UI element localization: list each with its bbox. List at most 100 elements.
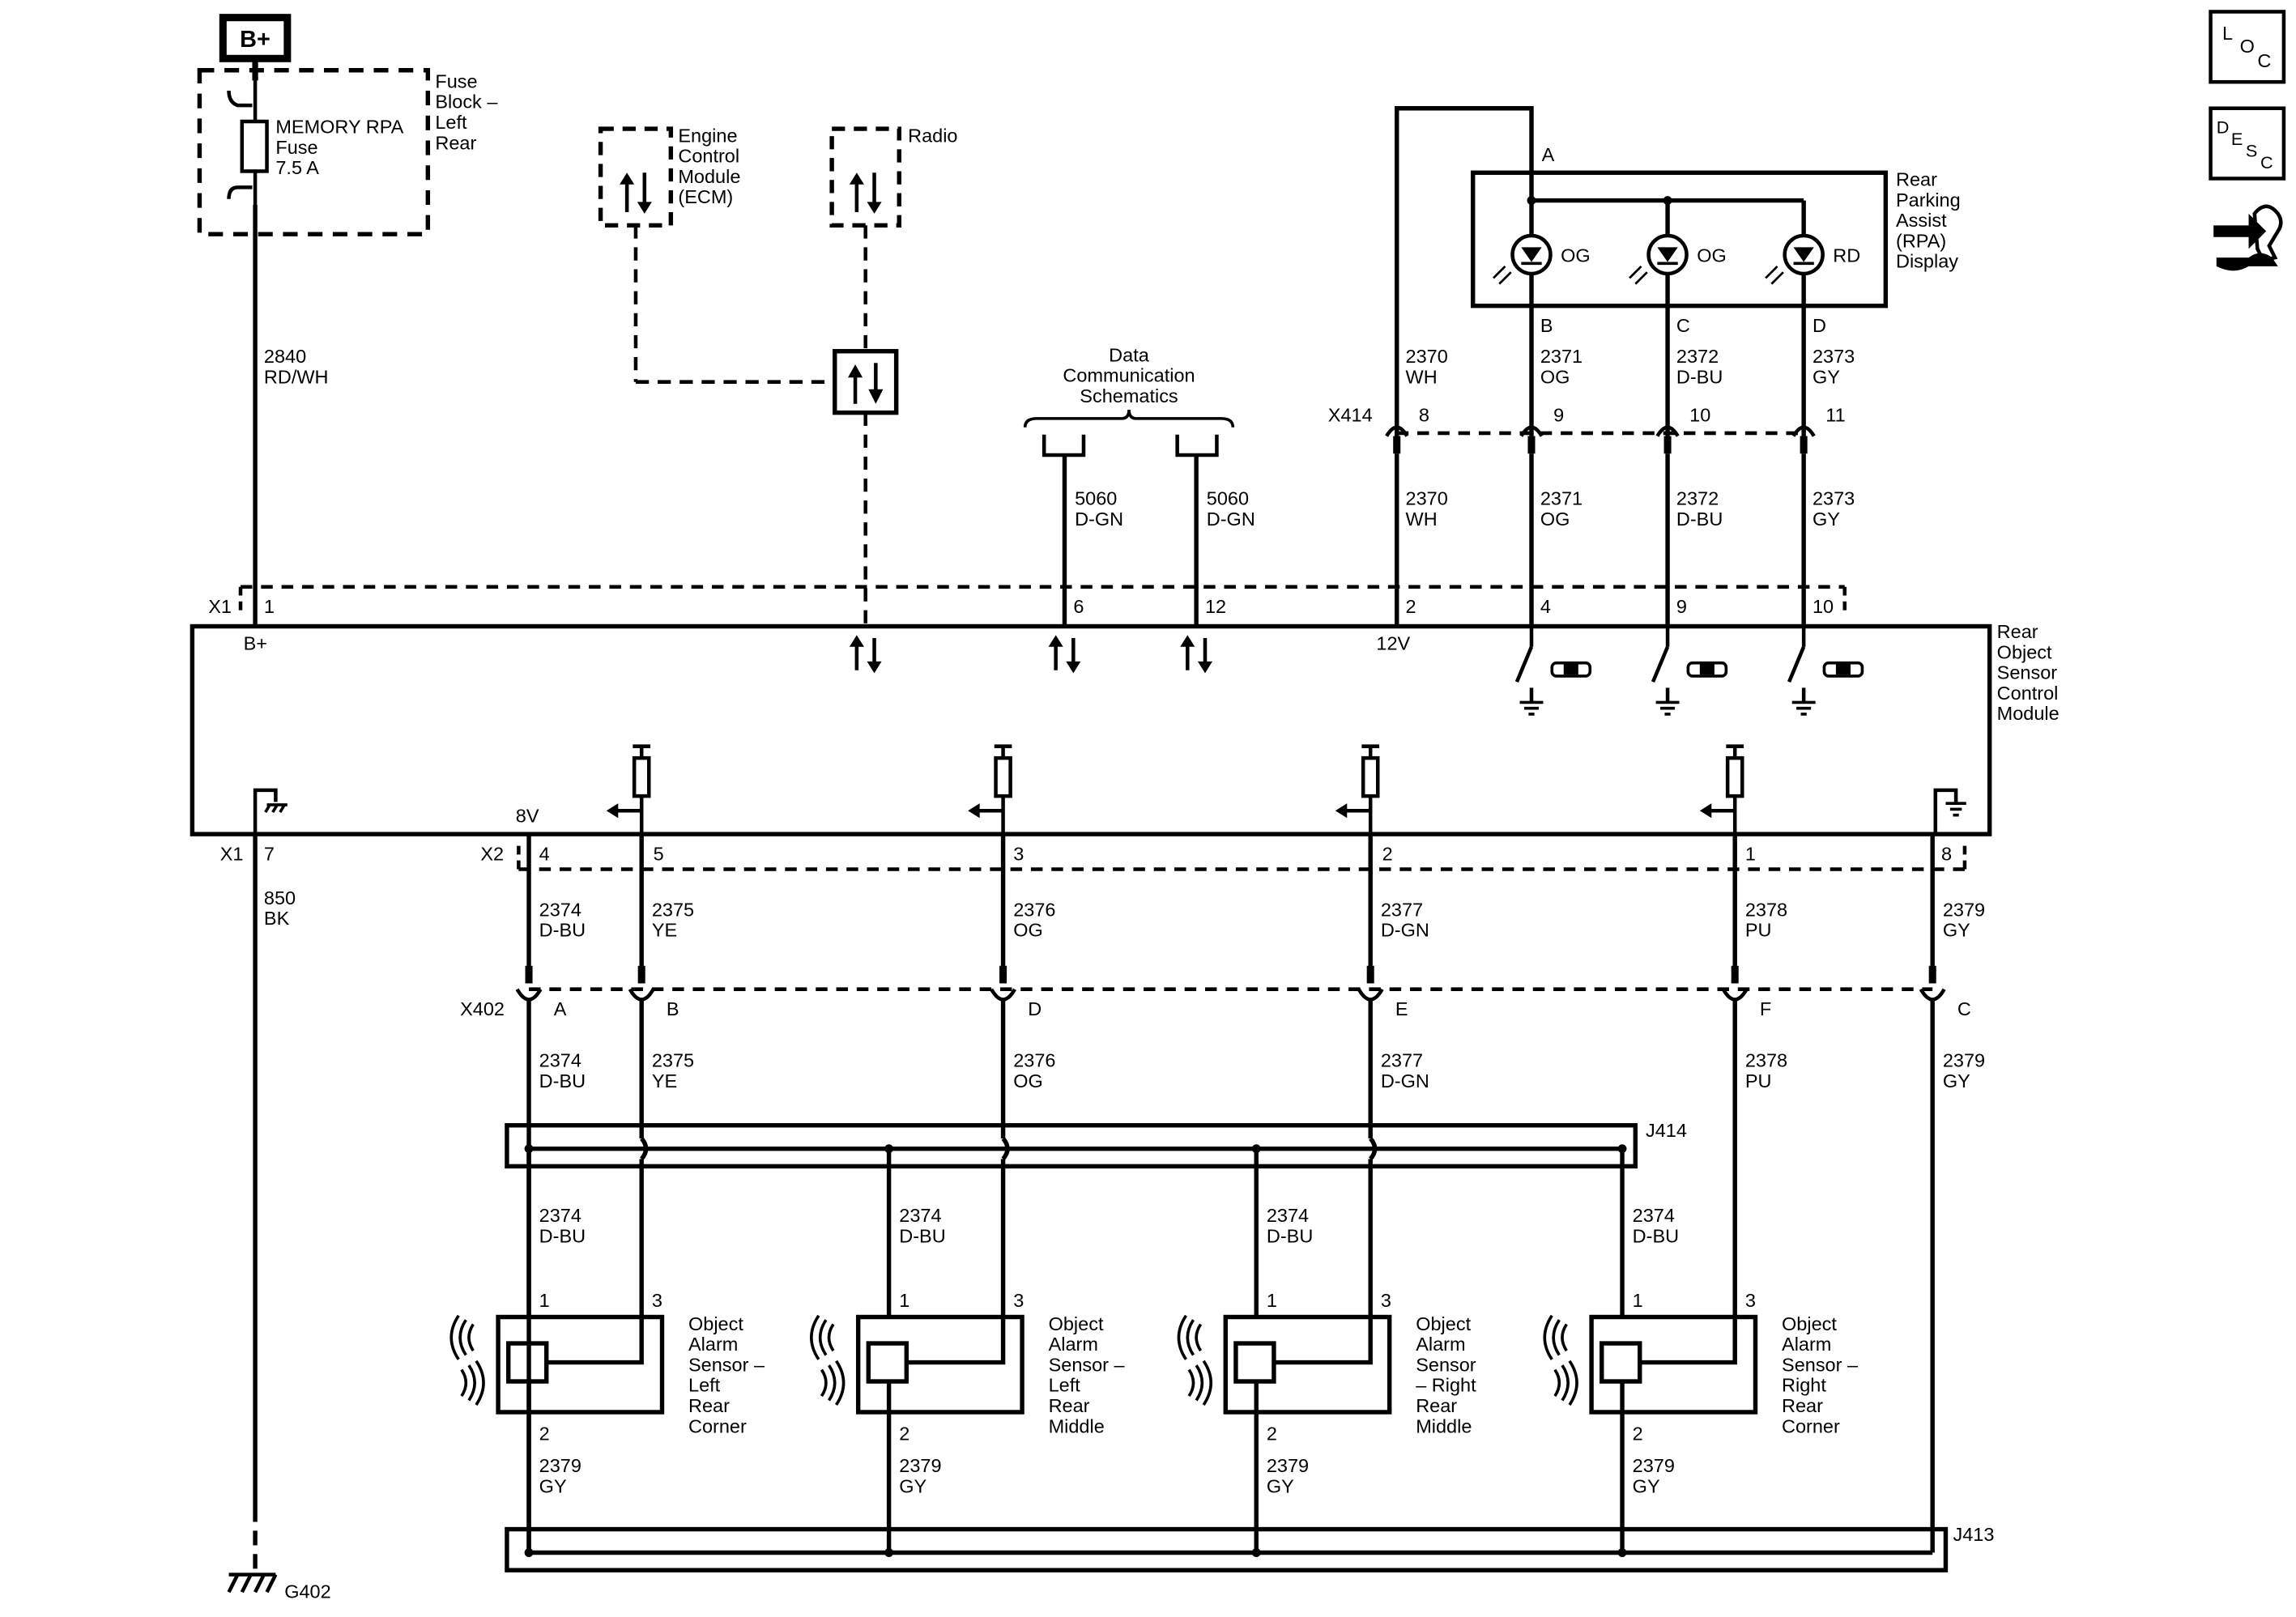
wave-arc bbox=[1552, 1319, 1561, 1356]
sensor-in-wire-3-circuit: 2374 bbox=[1633, 1205, 1675, 1226]
x2-wire-3-color: D-GN bbox=[1381, 920, 1429, 941]
x2-wire-2-circuit: 2376 bbox=[1013, 899, 1055, 920]
desc-icon[interactable]: D E S C bbox=[2209, 106, 2286, 181]
sensor-body bbox=[1223, 1314, 1392, 1415]
x414-male-terminal bbox=[1527, 436, 1536, 454]
sensor-label-line: Rear bbox=[1416, 1395, 1457, 1416]
x2-pin: 4 bbox=[539, 844, 550, 865]
x402-pin: C bbox=[1957, 998, 1971, 1019]
sensor-wave-icon bbox=[449, 1314, 485, 1406]
x402-wire-4-circuit: 2378 bbox=[1745, 1049, 1787, 1070]
sensor-label-line: Rear bbox=[1049, 1395, 1090, 1416]
connector-tool-icon[interactable] bbox=[2213, 204, 2283, 271]
sensor-element bbox=[1600, 1341, 1642, 1384]
rpa-pin: B bbox=[1540, 315, 1553, 336]
loc-icon[interactable]: L O C bbox=[2209, 10, 2286, 84]
wave-arc bbox=[458, 1319, 467, 1356]
sensor-label-line: Sensor – bbox=[1782, 1354, 1859, 1375]
svg-text:D: D bbox=[2217, 117, 2230, 137]
lower-wire-0-color: WH bbox=[1406, 509, 1438, 530]
lower-wire-2-circuit: 2372 bbox=[1676, 487, 1719, 509]
wave-arc bbox=[460, 1368, 468, 1398]
sensor-pin-2: 2 bbox=[1633, 1423, 1643, 1444]
wave-arc bbox=[467, 1364, 476, 1402]
resistor-body bbox=[1725, 755, 1744, 798]
sensor-label-line: Right bbox=[1782, 1375, 1826, 1396]
sensor-out-wire-0-color: GY bbox=[539, 1475, 567, 1496]
sensor-label-line: Sensor – bbox=[1049, 1354, 1126, 1375]
data-comm-ref: Data Communication Schematics bbox=[1023, 344, 1235, 457]
switch-blade bbox=[1787, 645, 1806, 683]
wire-850-color: BK bbox=[264, 908, 290, 929]
sensor-label-line: Corner bbox=[1782, 1415, 1840, 1436]
x2-wire-3-circuit: 2377 bbox=[1381, 899, 1423, 920]
x402-label: X402 bbox=[460, 998, 505, 1019]
svg-text:S: S bbox=[2246, 140, 2257, 160]
x2-wire-4-color: PU bbox=[1745, 920, 1772, 941]
sensor-pin-3: 3 bbox=[1381, 1290, 1391, 1311]
led-color-label: OG bbox=[1561, 245, 1591, 266]
sensor-label-line: Object bbox=[1782, 1313, 1837, 1334]
fuse-block-label-2: Left bbox=[435, 112, 467, 133]
sensor-label-line: Left bbox=[1049, 1375, 1081, 1396]
led-icon: OGC bbox=[1629, 200, 1727, 436]
sensor-internal-wire bbox=[1273, 1317, 1373, 1365]
x402-male-terminal bbox=[1731, 965, 1739, 984]
x1-label: X1 bbox=[208, 596, 232, 617]
switch-group bbox=[1514, 626, 1864, 716]
fuse-block-label-1: Block – bbox=[435, 91, 498, 113]
x414-male-terminal bbox=[1800, 436, 1808, 454]
arrow-head bbox=[1699, 803, 1712, 819]
module-12v: 12V bbox=[1376, 632, 1410, 653]
switch-indicator bbox=[1550, 661, 1592, 678]
j414-splice: J414 bbox=[505, 1120, 1687, 1169]
ground-icon bbox=[253, 788, 288, 835]
sensor-element bbox=[866, 1341, 909, 1384]
x414-pin: 9 bbox=[1553, 404, 1564, 425]
j413-label: J413 bbox=[1953, 1524, 1994, 1545]
sensor-label-line: Middle bbox=[1416, 1415, 1472, 1436]
data-wire-0-color: D-GN bbox=[1075, 509, 1123, 530]
data-comm-label-1: Communication bbox=[1063, 365, 1195, 386]
switch-indicator-fill bbox=[1835, 664, 1851, 675]
x402-pin: E bbox=[1395, 998, 1408, 1019]
sensor-out-wire-2-circuit: 2379 bbox=[1267, 1455, 1309, 1476]
x1-pin-9: 9 bbox=[1676, 596, 1687, 617]
led-diode bbox=[1793, 247, 1814, 262]
svg-text:C: C bbox=[2257, 50, 2271, 71]
sensor-out-wire-1-color: GY bbox=[899, 1475, 926, 1496]
upper-wires: 2370WH2370WH2371OG2371OG2372D-BU2372D-BU… bbox=[1395, 346, 1855, 627]
wave-arc bbox=[1195, 1364, 1204, 1402]
wave-arc bbox=[818, 1319, 828, 1356]
data-splice-box bbox=[833, 349, 899, 415]
sensor-wave-icon bbox=[810, 1314, 846, 1406]
module-label-0: Rear bbox=[1997, 621, 2038, 642]
led-ray bbox=[1770, 271, 1784, 285]
x402-pin: A bbox=[554, 998, 567, 1019]
ground-label: G402 bbox=[284, 1581, 330, 1602]
sensor-label-line: Alarm bbox=[688, 1334, 738, 1355]
x2-pin: 1 bbox=[1745, 844, 1756, 865]
upper-wire-2-circuit: 2372 bbox=[1676, 346, 1719, 367]
rpa-label-3: (RPA) bbox=[1896, 230, 1946, 251]
fuse-block: Fuse Block – Left Rear MEMORY RPA Fuse 7… bbox=[197, 68, 498, 236]
wave-arc bbox=[1561, 1323, 1568, 1352]
wave-arc bbox=[1187, 1368, 1195, 1398]
switch-indicator bbox=[1686, 661, 1728, 678]
x402-wire-5-color: GY bbox=[1943, 1070, 1970, 1091]
arrow-head bbox=[1335, 803, 1348, 819]
radio-module: Radio bbox=[829, 125, 957, 228]
x2-wire-0-color: D-BU bbox=[539, 920, 586, 941]
data-comm-label-2: Schematics bbox=[1080, 385, 1178, 406]
x414-female-terminal bbox=[1791, 425, 1816, 437]
x2-wire-4-circuit: 2378 bbox=[1745, 899, 1787, 920]
switch-blade bbox=[1514, 645, 1534, 683]
x2-pin: 5 bbox=[654, 844, 664, 865]
switch-indicator bbox=[1822, 661, 1864, 678]
led-diode bbox=[1521, 247, 1542, 262]
x402-male-terminal bbox=[999, 965, 1007, 984]
